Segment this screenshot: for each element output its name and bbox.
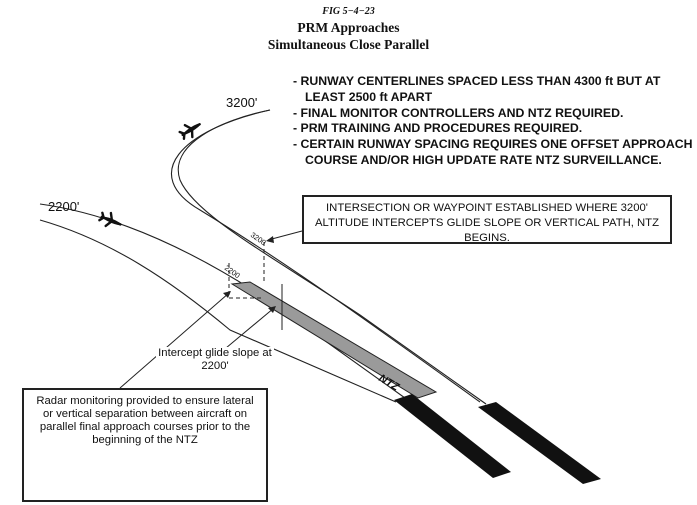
arrowhead-intercept xyxy=(268,306,276,313)
figure-number: FIG 5−4−23 xyxy=(322,6,375,17)
figure-subtitle: Simultaneous Close Parallel xyxy=(267,37,430,52)
intercept-note: Intercept glide slope at 2200' xyxy=(156,347,274,373)
leader-line-intercept xyxy=(225,307,275,349)
runway-right xyxy=(478,402,601,484)
approach-path-upper-inner xyxy=(177,109,487,405)
ntz-begins-callout: INTERSECTION OR WAYPOINT ESTABLISHED WHE… xyxy=(302,195,672,244)
altitude-label-lower: 2200' xyxy=(48,199,80,214)
airplane-icon xyxy=(98,211,122,228)
radar-monitoring-callout: Radar monitoring provided to ensure late… xyxy=(22,388,268,502)
requirement-item: PRM TRAINING AND PROCEDURES REQUIRED. xyxy=(287,121,697,137)
requirement-item: RUNWAY CENTERLINES SPACED LESS THAN 4300… xyxy=(287,74,697,106)
altitude-label-upper: 3200' xyxy=(226,95,258,110)
requirement-item: CERTAIN RUNWAY SPACING REQUIRES ONE OFFS… xyxy=(287,137,697,169)
arrowhead-ntz-begins xyxy=(266,236,274,243)
approach-path-lower-inner xyxy=(39,219,397,403)
ntz-strip xyxy=(230,281,438,399)
figure-title: PRM Approaches xyxy=(297,20,400,35)
leader-line-ntz-begins xyxy=(267,230,303,241)
leader-line-radar xyxy=(119,292,230,389)
airplane-icon xyxy=(178,123,201,140)
approach-path-upper-outer xyxy=(170,109,481,403)
requirement-item: FINAL MONITOR CONTROLLERS AND NTZ REQUIR… xyxy=(287,106,697,122)
runway-left xyxy=(394,394,511,478)
requirements-list: RUNWAY CENTERLINES SPACED LESS THAN 4300… xyxy=(287,74,697,169)
arrowhead-radar xyxy=(223,291,231,298)
